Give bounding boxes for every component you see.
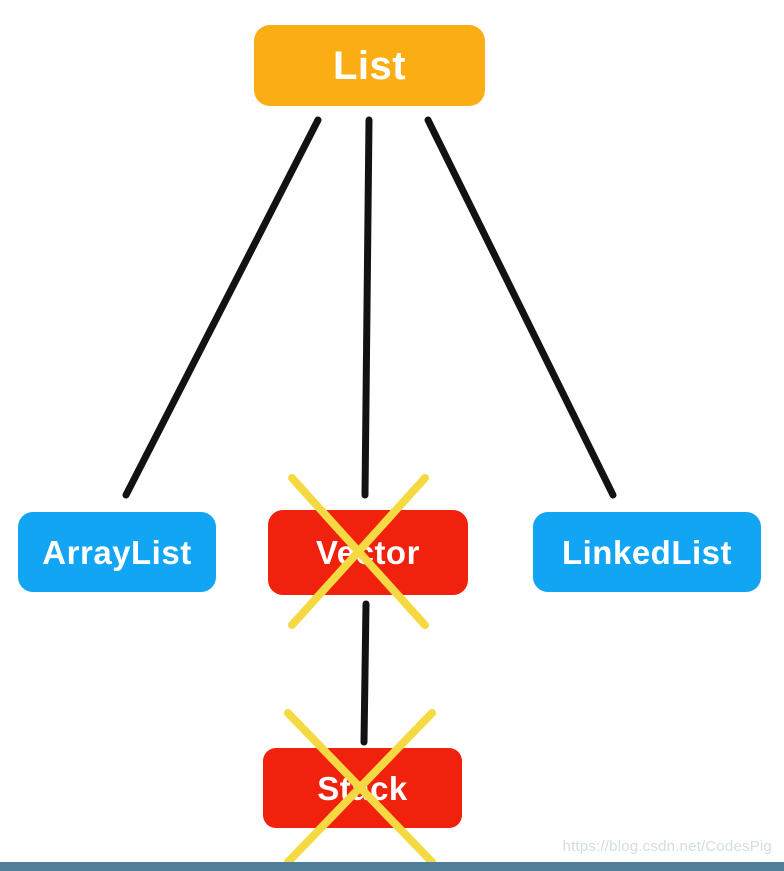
node-vector-label: Vector bbox=[316, 534, 420, 571]
node-linkedlist[interactable]: LinkedList bbox=[533, 512, 761, 592]
edge-list-to-arraylist bbox=[122, 116, 322, 499]
bottom-bar bbox=[0, 862, 784, 871]
node-list[interactable]: List bbox=[254, 25, 485, 106]
watermark-text: https://blog.csdn.net/CodesPig bbox=[562, 838, 772, 855]
node-stack[interactable]: Stack bbox=[263, 748, 462, 828]
edge-vector-to-stack bbox=[360, 600, 370, 746]
node-arraylist[interactable]: ArrayList bbox=[18, 512, 216, 592]
node-stack-label: Stack bbox=[317, 769, 408, 807]
edge-list-to-linkedlist bbox=[424, 116, 617, 499]
node-linkedlist-label: LinkedList bbox=[561, 533, 733, 571]
node-arraylist-label: ArrayList bbox=[42, 533, 192, 571]
node-vector[interactable]: Vector bbox=[268, 510, 468, 595]
node-list-label: List bbox=[332, 43, 407, 88]
edge-list-to-vector bbox=[361, 116, 373, 499]
